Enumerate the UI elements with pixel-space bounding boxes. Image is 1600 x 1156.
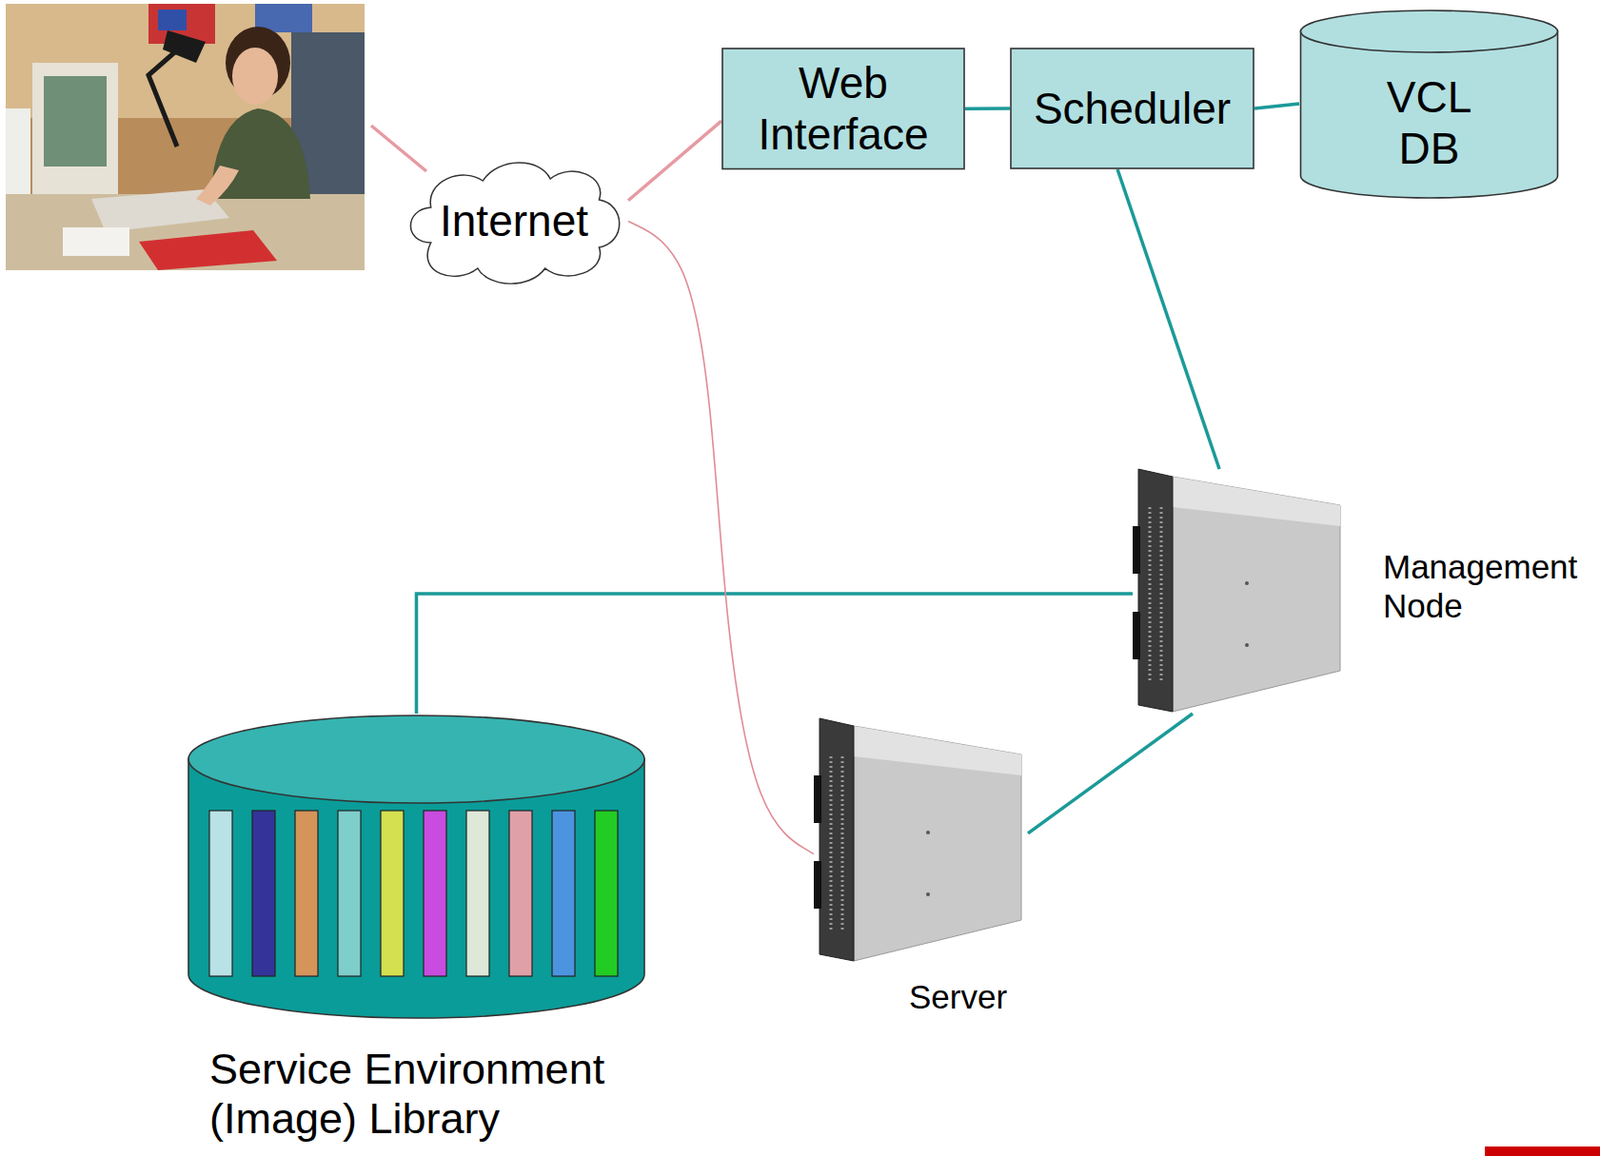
photo-poster-detail: [158, 9, 187, 31]
internet-cloud: Internet: [399, 152, 629, 291]
node-label: Internet: [439, 195, 589, 247]
blade-side-highlight: [1172, 476, 1341, 527]
blade-handle: [1132, 526, 1141, 574]
image-stripe: [337, 810, 361, 977]
photo-lamp-head: [162, 30, 206, 63]
image-library-cylinder-outline: [186, 713, 647, 1021]
photo-wall: [5, 3, 365, 271]
blade-vent: [829, 756, 833, 933]
blade-screw: [1244, 581, 1249, 586]
connector-line: [628, 221, 814, 855]
blade-vent: [841, 756, 845, 933]
blade-screw: [926, 892, 930, 897]
photo-screen: [43, 76, 107, 167]
node-label: Service Environment (Image) Library: [209, 1045, 647, 1145]
box-body: [722, 48, 965, 170]
connector-line: [1254, 103, 1300, 109]
cylinder-body: [1301, 31, 1559, 198]
photo-face: [232, 47, 278, 105]
image-stripe: [295, 810, 318, 977]
blade-vent: [1160, 507, 1164, 684]
connector-line: [965, 106, 1010, 111]
connector-line: [416, 593, 1134, 714]
image-stripe: [209, 810, 233, 977]
photo-monitor: [32, 62, 119, 206]
image-stripe: [509, 810, 533, 977]
node-label: Management Node: [1382, 547, 1571, 627]
blade-server-outline: [813, 718, 1024, 964]
image-library-cylinder: Service Environment (Image) Library: [186, 713, 647, 1143]
photo-papers: [62, 227, 130, 257]
photo-book: [138, 230, 277, 271]
blade-front: [819, 718, 854, 962]
photo-leader-line: [371, 125, 427, 172]
blade-screw: [926, 830, 930, 835]
blade-server: Server: [813, 718, 1028, 1014]
node-label: Web Interface: [743, 57, 944, 161]
image-stripe: [594, 810, 618, 977]
blade-side: [853, 726, 1022, 962]
node-label: VCL DB: [1372, 71, 1487, 176]
blade-handle: [1132, 612, 1141, 660]
blade-server-outline: [1132, 469, 1343, 714]
blade-screw: [1244, 643, 1249, 648]
image-stripe: [423, 810, 447, 977]
blade-front: [1138, 469, 1173, 712]
blade-handle: [813, 861, 822, 909]
blade-vent: [1148, 507, 1152, 684]
blade-handle: [813, 775, 822, 824]
photo-lamp-arm: [148, 41, 187, 147]
connector-line: [1027, 713, 1193, 834]
cylinder-top: [1301, 10, 1559, 53]
image-stripe: [552, 810, 575, 977]
node-label: Scheduler: [1033, 82, 1231, 135]
office-photo: [5, 3, 365, 271]
process-box: Scheduler: [1009, 47, 1255, 170]
blade-side-highlight: [853, 726, 1022, 776]
connector-line: [628, 120, 722, 201]
image-stripe: [466, 810, 490, 977]
node-label: Server: [908, 977, 1028, 1017]
image-stripe: [252, 810, 276, 977]
process-box: Web Interface: [721, 47, 966, 171]
blade-side: [1172, 476, 1341, 712]
box-body: [1010, 48, 1254, 169]
corner-bar: [1484, 1146, 1600, 1156]
database-cylinder: VCL DB: [1299, 8, 1560, 199]
cylinder-top: [188, 715, 645, 804]
cloud-outline-path: [410, 162, 619, 284]
blade-server: Management Node: [1132, 469, 1571, 714]
connector-line: [1117, 169, 1220, 470]
image-stripe: [380, 810, 404, 977]
photo-arm: [196, 165, 239, 206]
